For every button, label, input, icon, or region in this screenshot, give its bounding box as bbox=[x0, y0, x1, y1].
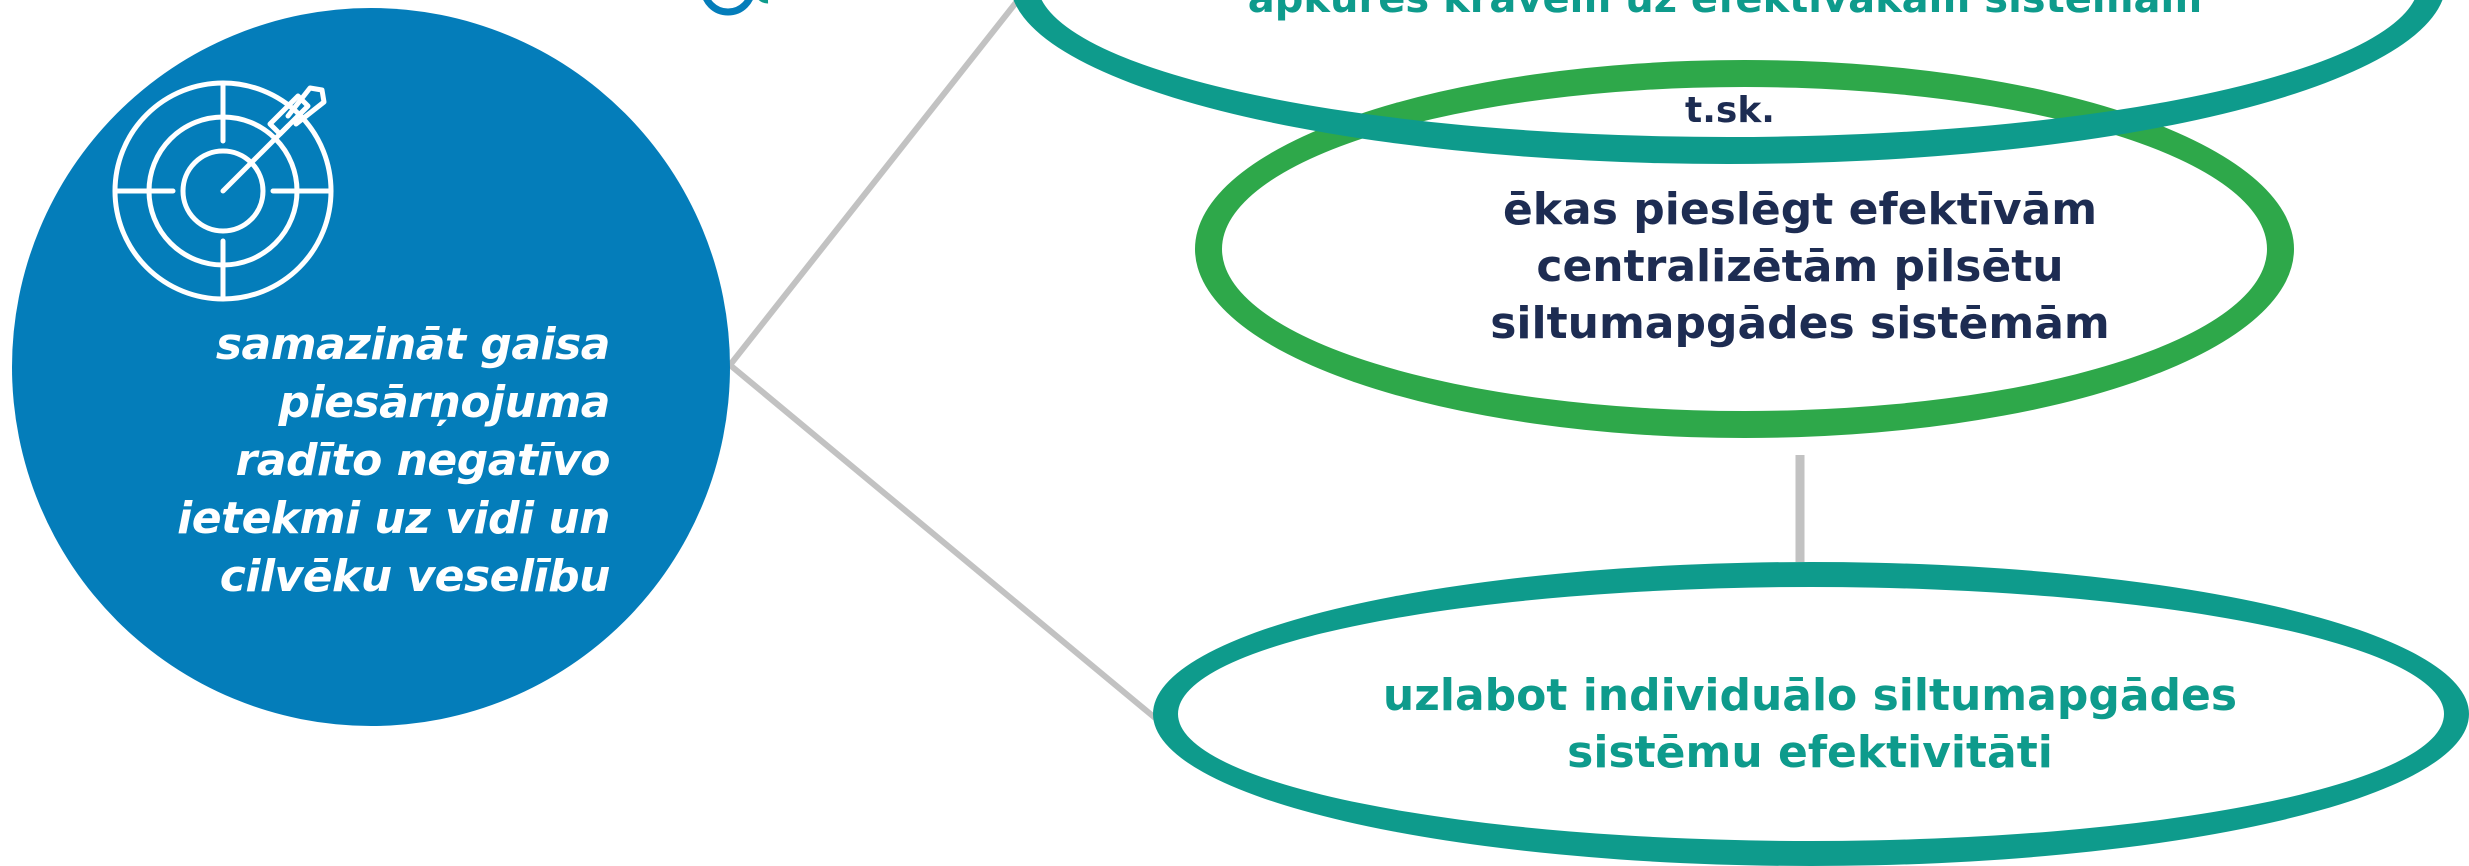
node-label-line: sistēmu efektivitāti bbox=[1567, 727, 2053, 778]
goal-text-line: ietekmi uz vidi un bbox=[177, 493, 610, 544]
node-label-line: ēkas pieslēgt efektīvām bbox=[1502, 184, 2098, 235]
connector-to-bottom bbox=[728, 362, 1162, 725]
goal-text-line: cilvēku veselību bbox=[219, 551, 611, 602]
node-label-line: siltumapgādes sistēmām bbox=[1490, 298, 2110, 349]
connector-to-top bbox=[727, 0, 1021, 367]
node-label-bottom: uzlabot individuālo siltumapgādes sistēm… bbox=[1330, 667, 2290, 781]
goal-text-line: samazināt gaisa bbox=[215, 319, 611, 370]
goal-circle bbox=[12, 8, 730, 726]
node-label-middle: ēkas pieslēgt efektīvām centralizētām pi… bbox=[1380, 181, 2220, 352]
connector-label: t.sk. bbox=[1685, 90, 1775, 131]
partial-circle-icon bbox=[703, 0, 769, 16]
node-label-line: centralizētām pilsētu bbox=[1536, 241, 2064, 292]
goal-text-line: piesārņojuma bbox=[278, 377, 611, 428]
goal-text: samazināt gaisa piesārņojuma radīto nega… bbox=[140, 316, 610, 606]
node-label-top: apkures kravēm uz efektīvākām sistēmām bbox=[1150, 0, 2300, 22]
target-with-arrow-icon bbox=[112, 80, 334, 302]
goal-text-line: radīto negatīvo bbox=[235, 435, 611, 486]
node-label-line: uzlabot individuālo siltumapgādes bbox=[1382, 670, 2238, 721]
